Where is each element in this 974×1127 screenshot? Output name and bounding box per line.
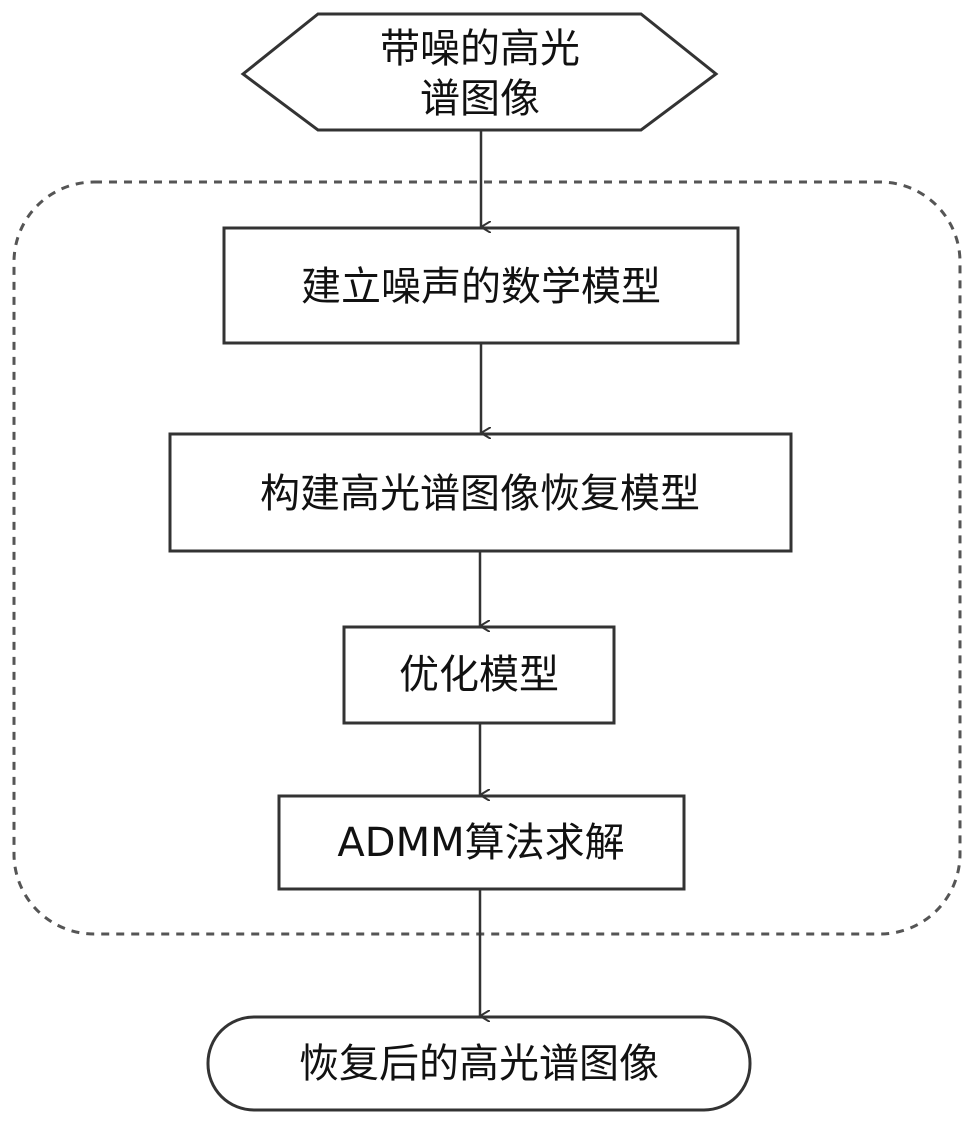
step-label-restoration-model: 构建高光谱图像恢复模型 [260,471,700,517]
input-label-line1: 带噪的高光 [380,26,580,72]
input-hexagon [240,12,719,132]
step-box-admm-solve [277,794,686,891]
step-box-optimize-model [342,625,616,725]
step-label-optimize-model: 优化模型 [399,652,559,698]
input-label-line2: 谱图像 [420,76,540,122]
step-box-noise-model [222,226,740,345]
step-label-admm-solve: ADMM算法求解 [337,820,624,866]
output-label: 恢复后的高光谱图像 [299,1041,659,1087]
process-group-border [12,180,962,936]
step-label-noise-model: 建立噪声的数学模型 [301,264,661,310]
step-box-restoration-model [168,432,793,553]
